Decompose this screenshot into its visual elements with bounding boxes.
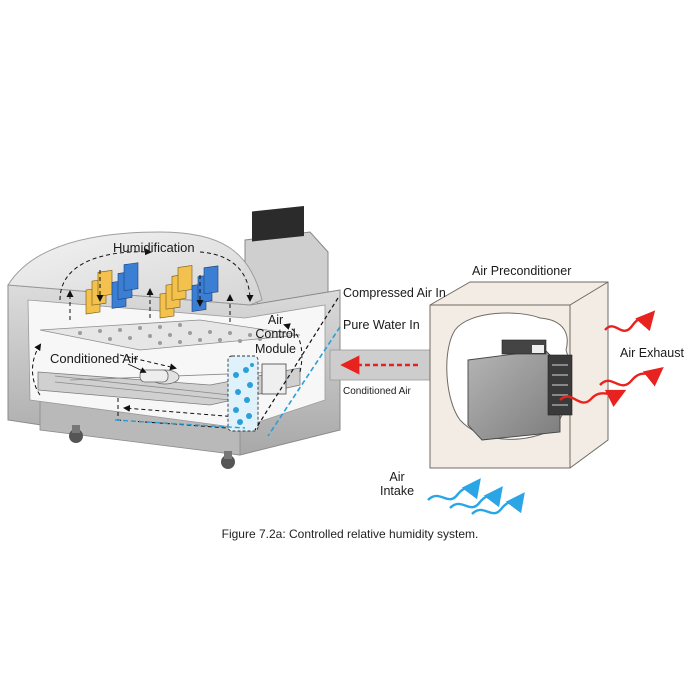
exhaust-arrow-icon <box>559 310 664 408</box>
pure-water-in-label: Pure Water In <box>343 318 420 332</box>
label-leaders <box>127 363 147 373</box>
conditioned-air-duct <box>329 349 431 381</box>
figure-caption: Figure 7.2a: Controlled relative humidit… <box>221 527 479 541</box>
compressed-air-in-label: Compressed Air In <box>343 286 446 300</box>
air-control-module-line-1: Air <box>267 313 284 327</box>
pure-water-line <box>267 326 341 437</box>
humidification-label: Humidification <box>113 240 195 255</box>
blower-icon <box>467 339 573 441</box>
air-control-module-line-3: Module <box>255 341 296 356</box>
air-exhaust-label: Air Exhaust <box>620 346 684 360</box>
sample-panels <box>85 262 219 319</box>
air-intake-line-1: Air <box>389 470 405 484</box>
air-control-module-line-2: Control <box>255 327 296 342</box>
air-intake-label: Air Intake <box>380 470 414 499</box>
air-intake-line-2: Intake <box>380 484 415 499</box>
air-control-module-icon <box>227 355 287 432</box>
intake-arrow-icon <box>427 478 525 515</box>
air-preconditioner-label: Air Preconditioner <box>472 264 572 278</box>
inner-water-line <box>114 419 246 429</box>
conditioned-air-duct-label: Conditioned Air <box>343 386 411 397</box>
air-control-module-label: Air Control Module <box>255 313 296 356</box>
compressed-air-line <box>254 297 339 431</box>
conditioned-air-chamber-label: Conditioned Air <box>50 351 139 366</box>
